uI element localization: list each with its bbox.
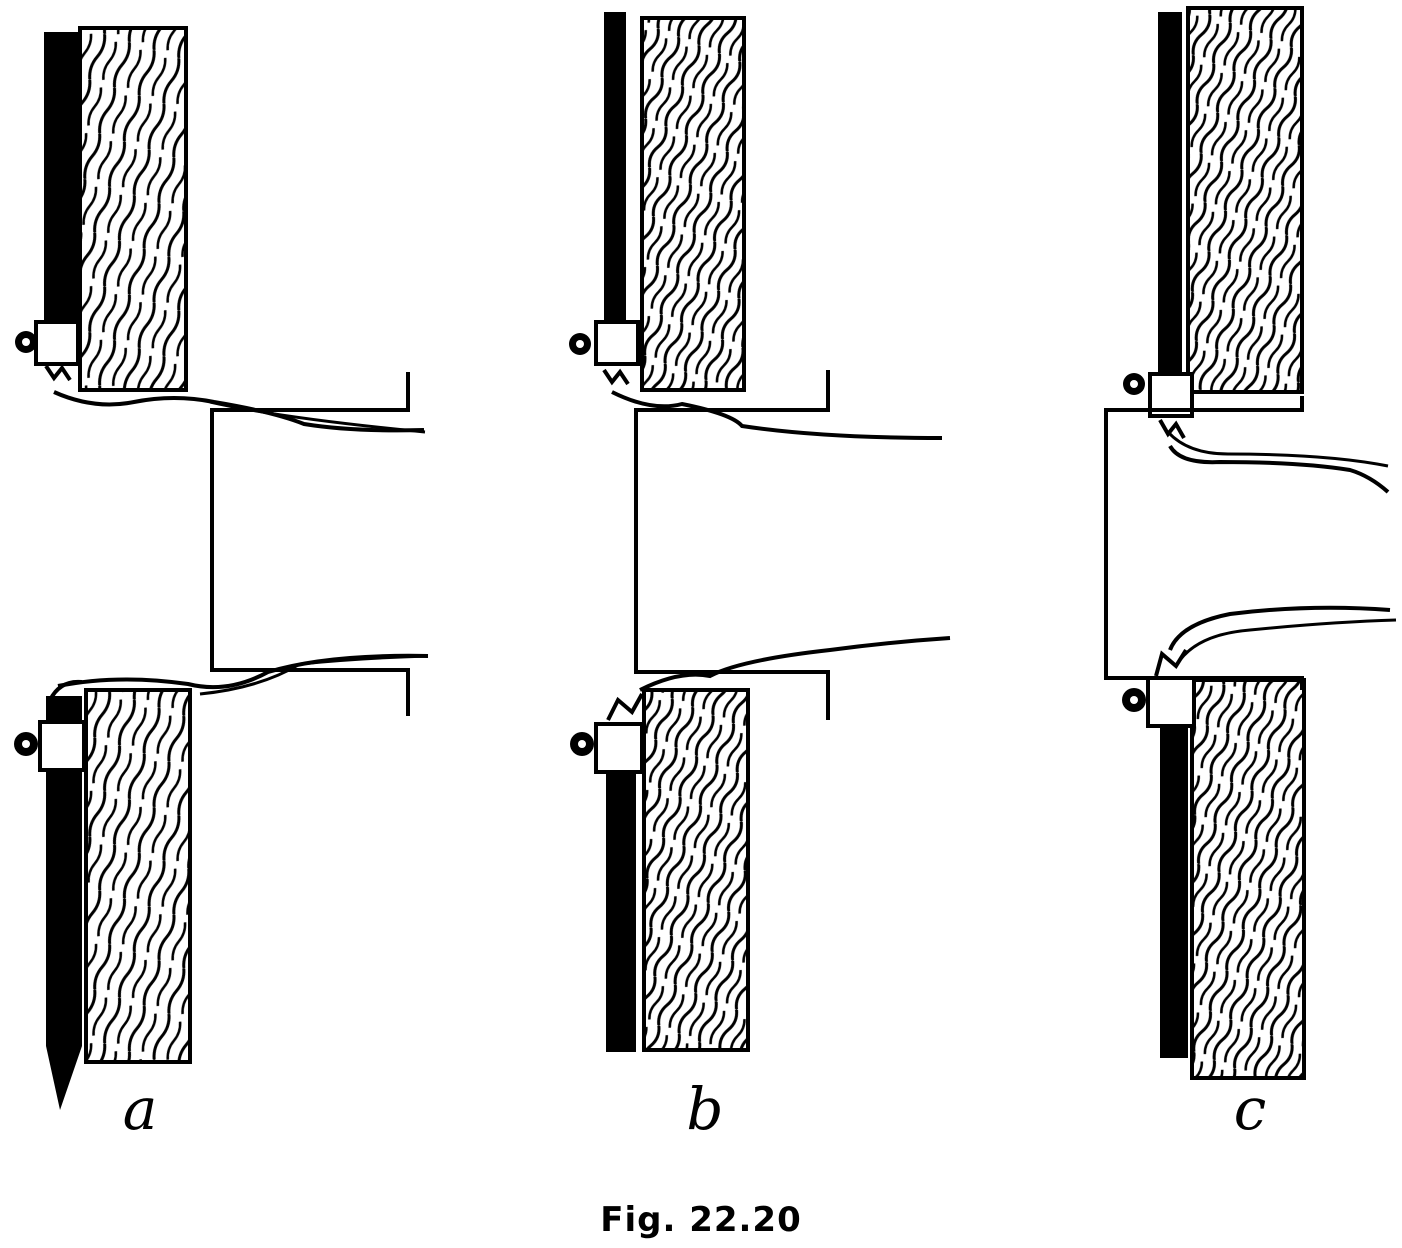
upper-clip-b xyxy=(594,320,640,366)
upper-black-strip-b xyxy=(604,12,626,332)
lower-clip-c xyxy=(1146,676,1196,728)
panel-a xyxy=(14,26,429,1110)
lower-wood-stile-a xyxy=(84,688,192,1064)
upper-wood-stile-c xyxy=(1186,6,1304,394)
lower-clip-b xyxy=(594,722,644,774)
figure-caption: Fig. 22.20 xyxy=(600,1200,802,1240)
upper-wood-stile-a xyxy=(78,26,188,392)
upper-black-strip-c xyxy=(1158,12,1182,392)
lower-black-strip-b xyxy=(606,770,636,1052)
wire-lower-c xyxy=(1168,605,1391,651)
lower-black-strip-c xyxy=(1160,720,1188,1058)
lower-wood-stile-c xyxy=(1190,678,1306,1080)
panel-label-a: a xyxy=(122,1075,158,1143)
channel-a xyxy=(210,372,410,716)
panel-c xyxy=(1104,6,1397,1080)
channel-c xyxy=(1104,396,1304,690)
wire-lower-a xyxy=(57,653,429,690)
wire-upper-b xyxy=(611,390,943,440)
upper-clip-a xyxy=(34,320,80,366)
panel-label-b: b xyxy=(686,1075,724,1143)
upper-wood-stile-b xyxy=(640,16,746,392)
lower-wood-stile-b xyxy=(642,688,750,1052)
panel-label-c: c xyxy=(1233,1075,1267,1143)
upper-black-strip-a xyxy=(44,32,78,360)
panel-b xyxy=(569,12,951,1052)
wire-upper-c xyxy=(1168,444,1390,494)
channel-b xyxy=(634,370,830,720)
wire-lower-b xyxy=(639,636,951,692)
lower-clip-a xyxy=(38,720,86,772)
